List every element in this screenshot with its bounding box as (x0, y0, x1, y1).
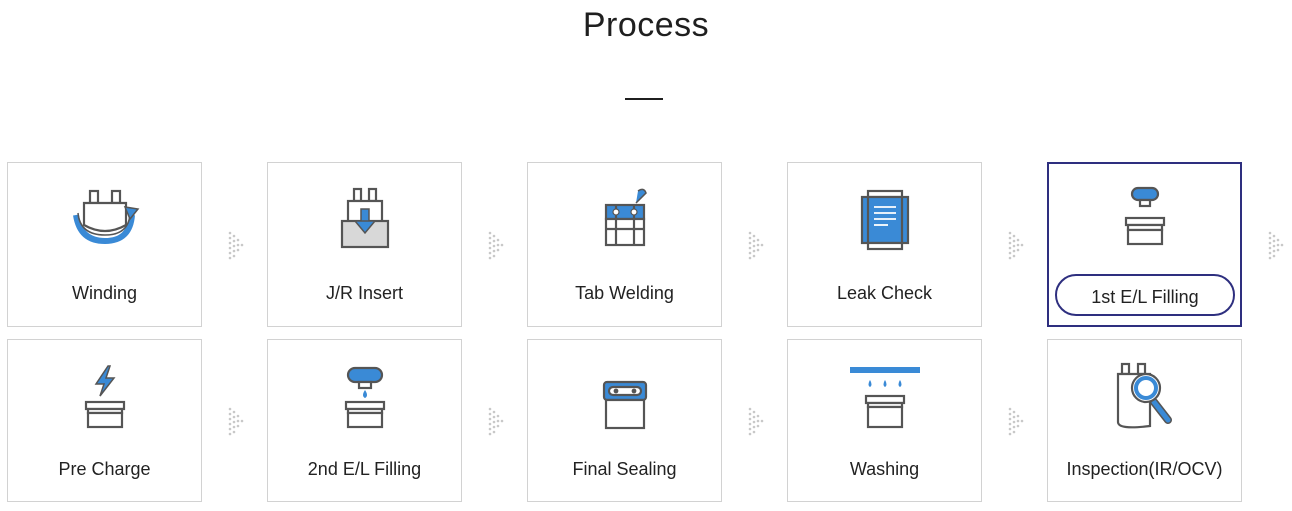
arrow-right-icon (1268, 231, 1284, 260)
step-label: 1st E/L Filling (1055, 274, 1235, 316)
pre-charge-icon (84, 365, 125, 429)
el-filling-drop-icon (344, 366, 385, 429)
step-card-washing[interactable]: Washing (787, 339, 982, 502)
tab-welding-icon (604, 188, 647, 247)
jr-insert-icon (340, 187, 389, 249)
step-card-inspection[interactable]: Inspection(IR/OCV) (1047, 339, 1242, 502)
step-label: Leak Check (836, 283, 933, 303)
arrow-right-icon (748, 407, 764, 436)
arrow-right-icon (1008, 407, 1024, 436)
washing-icon (849, 367, 920, 429)
step-label: Final Sealing (572, 459, 677, 479)
step-card-pre-charge[interactable]: Pre Charge (7, 339, 202, 502)
title-underline (625, 98, 663, 100)
arrow-right-icon (488, 231, 504, 260)
step-card-final-sealing[interactable]: Final Sealing (527, 339, 722, 502)
inspection-icon (1116, 362, 1172, 429)
arrow-right-icon (228, 231, 244, 260)
el-filling-icon (1124, 186, 1165, 246)
step-label: Winding (71, 283, 138, 303)
step-label: Tab Welding (575, 283, 674, 303)
winding-icon (72, 189, 139, 245)
step-label: 2nd E/L Filling (307, 459, 422, 479)
arrow-right-icon (748, 231, 764, 260)
step-label: Pre Charge (58, 459, 151, 479)
final-sealing-icon (602, 380, 647, 430)
arrow-right-icon (1008, 231, 1024, 260)
step-label: Inspection(IR/OCV) (1066, 459, 1223, 479)
step-card-winding[interactable]: Winding (7, 162, 202, 327)
step-card-jr-insert[interactable]: J/R Insert (267, 162, 462, 327)
step-card-tab-welding[interactable]: Tab Welding (527, 162, 722, 327)
step-card-2nd-el-filling[interactable]: 2nd E/L Filling (267, 339, 462, 502)
page-title: Process (582, 6, 710, 44)
arrow-right-icon (488, 407, 504, 436)
step-card-leak-check[interactable]: Leak Check (787, 162, 982, 327)
step-label: J/R Insert (325, 283, 404, 303)
arrow-right-icon (228, 407, 244, 436)
step-card-1st-el-filling[interactable]: 1st E/L Filling (1047, 162, 1242, 327)
leak-check-icon (860, 189, 909, 251)
step-label: Washing (849, 459, 920, 479)
